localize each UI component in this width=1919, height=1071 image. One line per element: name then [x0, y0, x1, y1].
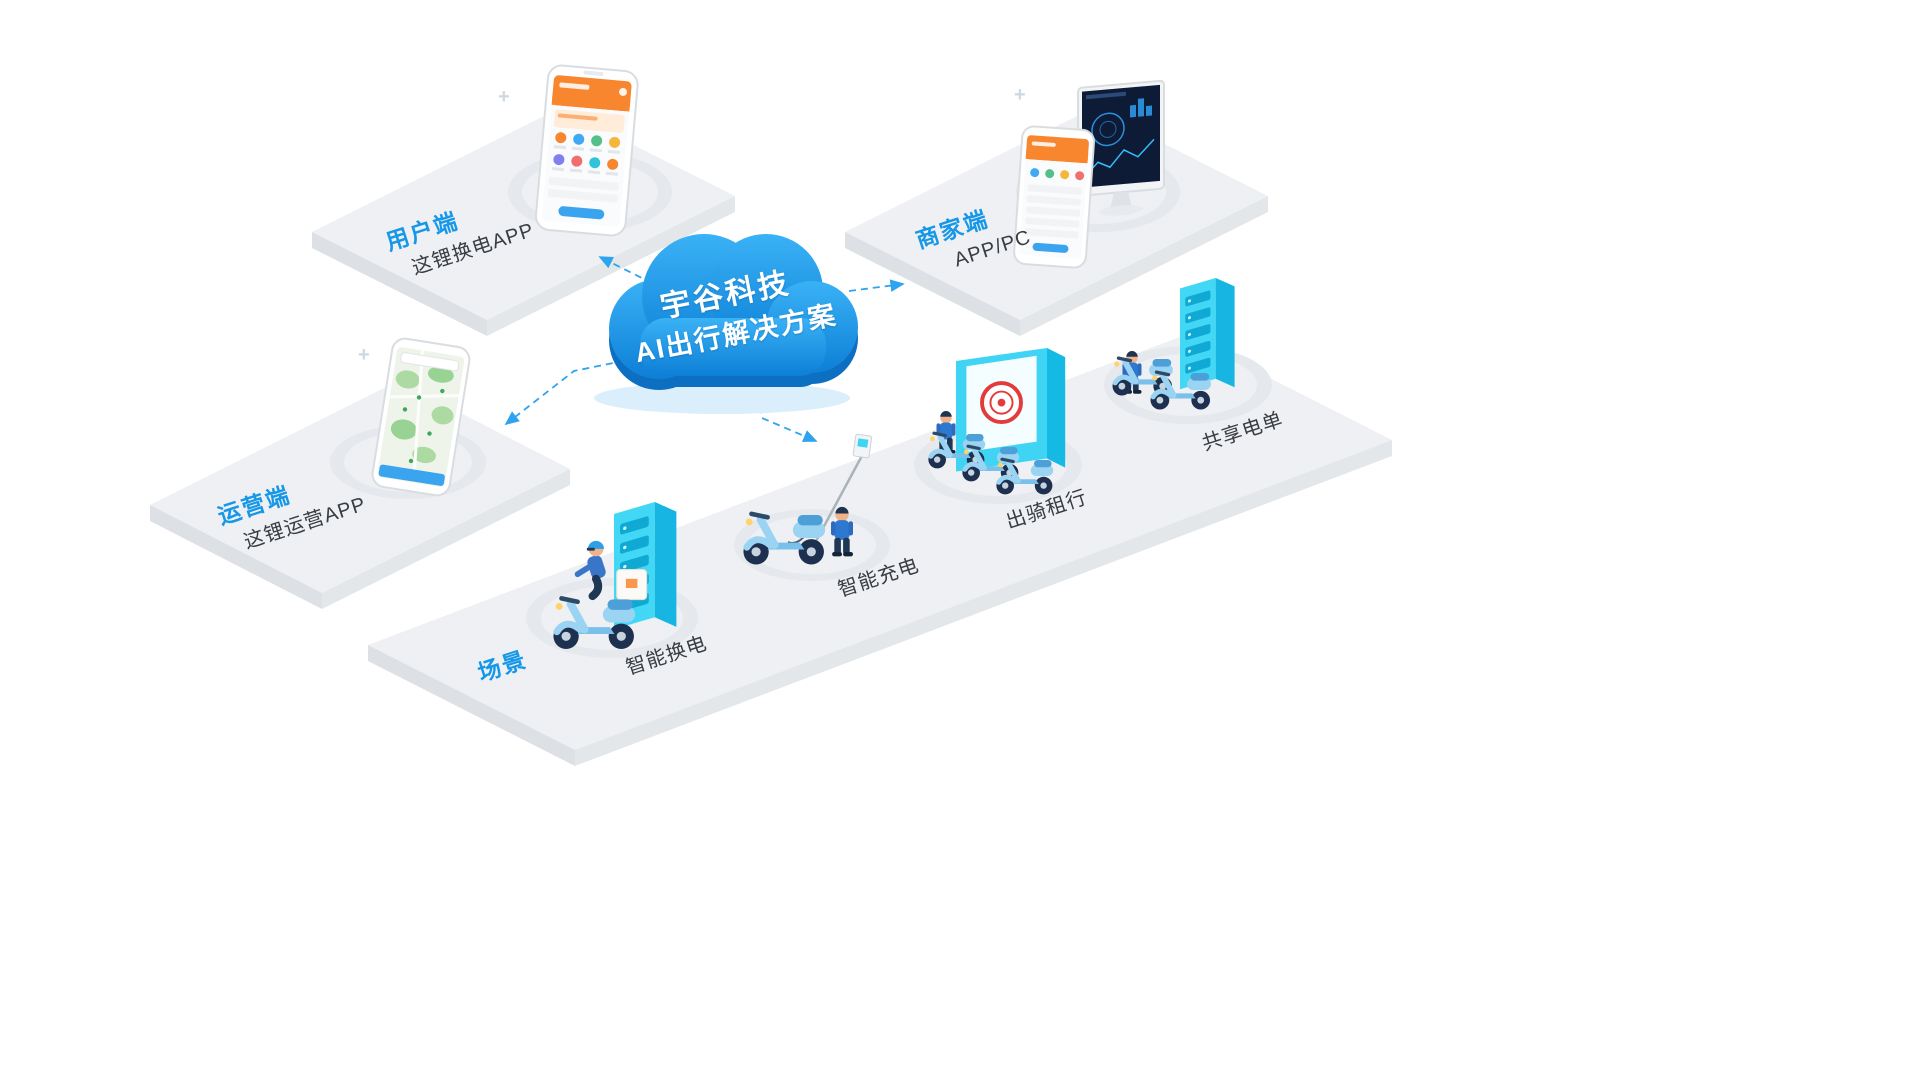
cabinet-illustration [1180, 277, 1235, 390]
merchant-phone [1013, 125, 1095, 269]
sparkle-icon: + [358, 344, 370, 366]
sparkle-icon: + [1014, 84, 1026, 106]
scene-smart-charging [743, 433, 873, 564]
sparkle-icon: + [498, 86, 510, 108]
scene-battery-swap [553, 501, 677, 649]
merchant-monitor [1077, 79, 1165, 216]
operation-app-phone [371, 337, 471, 497]
charging-box-illustration [852, 433, 873, 459]
connector-to-merchant [848, 279, 905, 292]
scene-rental-riding [928, 348, 1066, 494]
solution-cloud [594, 234, 858, 414]
connector-to-user [598, 256, 653, 284]
rider-illustration [553, 540, 648, 649]
charging-pole-illustration [806, 451, 866, 557]
user-app-phone [534, 64, 639, 237]
